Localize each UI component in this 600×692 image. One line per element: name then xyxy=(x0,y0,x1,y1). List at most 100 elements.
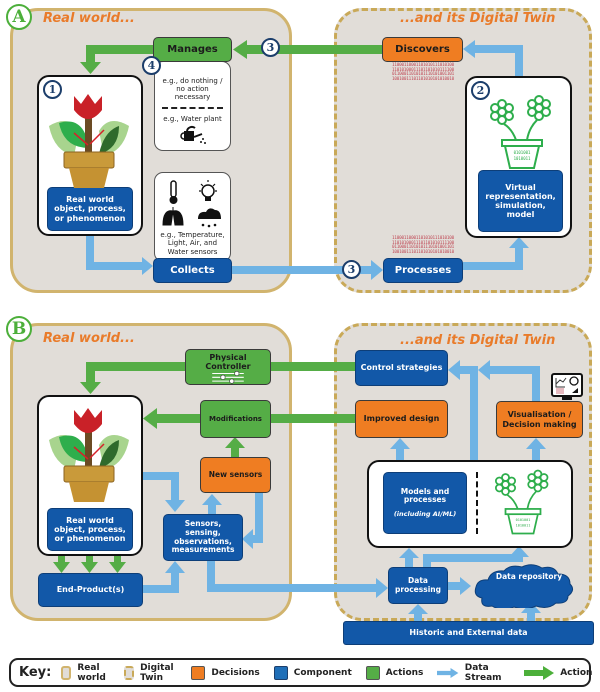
data-stream-historic-to-dataprocessing xyxy=(408,604,428,622)
models-title: Models and processes xyxy=(400,486,450,505)
action-arrow-newsensors-to-modifications xyxy=(225,437,245,458)
step-4-badge: 4 xyxy=(142,56,161,75)
modifications-box: Modifications xyxy=(200,400,271,438)
end-products-box: End-Product(s) xyxy=(38,573,143,607)
step-3-badge-bottom: 3 xyxy=(342,260,361,279)
data-stream-arrow-icon xyxy=(437,667,459,678)
data-stream-newsensors-to-sensors xyxy=(242,493,263,549)
data-stream-dataprocessing-to-repository xyxy=(447,577,471,595)
models-box: Models and processes (including AI/ML) xyxy=(383,472,467,534)
data-stream-visualisation-to-control xyxy=(478,360,540,401)
tulip-pot-icon xyxy=(49,408,129,502)
legend-item-decisions: Decisions xyxy=(191,665,260,680)
panel-b-real-world-title: Real world... xyxy=(43,331,135,346)
action-arrow-manages-to-object xyxy=(80,45,154,74)
new-sensors-box: New sensors xyxy=(200,457,271,493)
panel-a-real-world-title: Real world... xyxy=(43,11,135,26)
step-1-badge: 1 xyxy=(43,80,62,99)
binary-line: 10010011101101010101010010 xyxy=(391,249,455,255)
binary-line: 11000110001101010111010100 xyxy=(391,63,455,68)
sensor-icons xyxy=(161,180,221,228)
legend-label: Decisions xyxy=(211,667,260,678)
data-stream-object-to-sensors xyxy=(143,472,185,512)
improved-design-box: Improved design xyxy=(355,400,448,438)
legend-swatch-real-world xyxy=(61,665,72,680)
svg-text:1010011: 1010011 xyxy=(516,523,531,527)
physical-controller-box: Physical Controller xyxy=(185,349,271,385)
data-repository-label: Data repository xyxy=(495,572,563,581)
rain-cloud-icon xyxy=(197,208,221,228)
step-2-badge: 2 xyxy=(471,81,490,100)
manages-box: Manages xyxy=(153,37,232,62)
virtual-representation-label: Virtual representation, simulation, mode… xyxy=(478,170,563,232)
binary-line: 10010011101101010101010010 xyxy=(391,76,455,82)
data-stream-sensors-to-newsensors xyxy=(202,494,222,515)
models-subtitle: (including AI/ML) xyxy=(393,509,457,518)
data-repository-cloud xyxy=(474,564,574,608)
watering-can-icon xyxy=(179,125,206,144)
data-stream-model-to-discovers xyxy=(463,40,523,77)
svg-text:1010011: 1010011 xyxy=(514,156,531,161)
data-stream-sensors-to-dataprocessing xyxy=(207,560,388,598)
action-arrow-discovers-to-manages xyxy=(233,40,383,59)
discovers-box: Discovers xyxy=(382,37,463,62)
legend-item-data-stream: Data Stream xyxy=(437,663,510,683)
legend-item-actions: Actions xyxy=(365,665,424,680)
manages-examples-card: e.g., do nothing / no action necessary e… xyxy=(154,61,231,151)
panel-b-label: B xyxy=(6,316,32,342)
legend-swatch-component xyxy=(273,665,288,680)
visualisation-box: Visualisation / Decision making xyxy=(496,401,583,438)
panel-a-digital-twin-title: ...and its Digital Twin xyxy=(400,11,556,26)
digital-flower-pot-icon: 0101001 1010011 xyxy=(495,469,549,535)
thermometer-icon xyxy=(169,180,177,204)
data-stream-object-to-collects xyxy=(86,235,153,275)
legend: Key: Real world Digital Twin Decisions C… xyxy=(9,658,593,687)
svg-text:0101001: 0101001 xyxy=(514,150,531,155)
monitor-dashboard-icon xyxy=(551,373,583,400)
legend-item-real-world: Real world xyxy=(61,663,109,683)
data-stream-collects-to-processes xyxy=(232,260,383,280)
binary-line: 01100011010101110101001101 xyxy=(391,72,455,78)
step-3-badge-top: 3 xyxy=(261,38,280,57)
legend-label: Action xyxy=(560,667,593,678)
sensors-box: Sensors, sensing, observations, measurem… xyxy=(163,514,243,561)
slider-controls-icon xyxy=(212,371,244,384)
example-do-nothing: e.g., do nothing / no action necessary xyxy=(162,77,223,101)
historic-external-data-bar: Historic and External data xyxy=(343,621,594,645)
legend-swatch-digital-twin xyxy=(123,665,135,680)
light-bulb-icon xyxy=(198,180,217,201)
legend-label: Actions xyxy=(385,667,424,678)
legend-label: Component xyxy=(293,667,352,678)
binary-line: 11010100011101101010111100 xyxy=(391,240,455,246)
data-stream-models-to-design xyxy=(390,438,410,461)
dashed-divider xyxy=(162,107,223,109)
example-water-plant: e.g., Water plant xyxy=(163,115,222,123)
data-stream-models-to-visualisation xyxy=(526,438,546,461)
binary-line: 01100011010101110101001101 xyxy=(391,245,455,251)
action-arrow-icon xyxy=(524,665,555,680)
legend-item-action: Action xyxy=(524,665,593,680)
legend-label: Data Stream xyxy=(464,662,502,683)
collects-box: Collects xyxy=(153,258,232,283)
binary-data-processes: 11000110001101010111010100 1101010001110… xyxy=(380,236,466,255)
binary-data-discovers: 11000110001101010111010100 1101010001110… xyxy=(380,63,466,82)
sensor-examples-caption: e.g., Temperature, Light, Air, and Water… xyxy=(160,231,225,256)
svg-text:0101001: 0101001 xyxy=(516,518,531,522)
real-object-label-b: Real world object, process, or phenomeno… xyxy=(47,508,133,551)
data-processing-box: Data processing xyxy=(388,567,448,604)
real-object-label: Real world object, process, or phenomeno… xyxy=(47,187,133,231)
tulip-pot-icon xyxy=(49,94,129,188)
data-stream-dataprocessing-to-models xyxy=(399,546,529,568)
sensor-examples-card: e.g., Temperature, Light, Air, and Water… xyxy=(154,172,231,262)
binary-line: 11000110001101010111010100 xyxy=(391,236,455,241)
lungs-icon xyxy=(161,207,184,226)
legend-item-digital-twin: Digital Twin xyxy=(123,663,178,683)
legend-swatch-decisions xyxy=(191,665,206,680)
models-divider xyxy=(476,472,478,534)
action-arrows-object-to-endproducts xyxy=(53,556,126,573)
control-strategies-box: Control strategies xyxy=(355,350,448,386)
panel-a-label: A xyxy=(6,4,32,30)
binary-line: 11010100011101101010111100 xyxy=(391,67,455,73)
data-stream-endproducts-to-sensors xyxy=(143,561,185,593)
